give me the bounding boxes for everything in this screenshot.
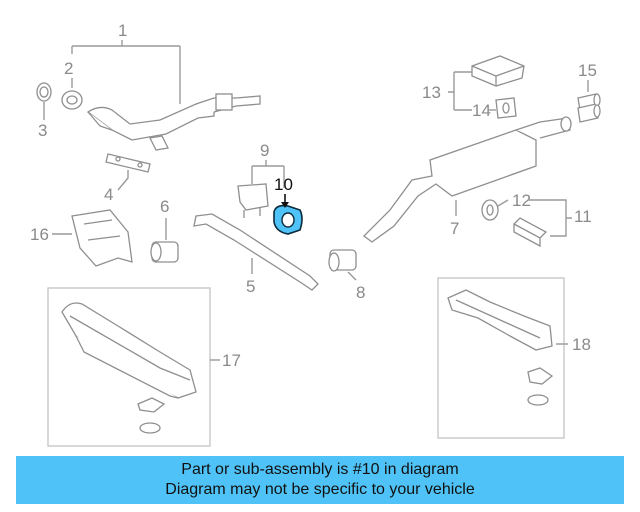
- callout-2: 2: [64, 59, 73, 78]
- callout-15: 15: [578, 61, 597, 80]
- leader-9: [251, 160, 285, 188]
- part-14-hanger[interactable]: [495, 97, 517, 119]
- part-11-bracket[interactable]: [512, 217, 548, 248]
- callout-8: 8: [356, 283, 365, 302]
- part-4-bracket[interactable]: [105, 153, 151, 173]
- part-1-front-pipe[interactable]: [86, 93, 261, 151]
- part-12-grommet[interactable]: [481, 199, 499, 221]
- banner-line-2: Diagram may not be specific to your vehi…: [165, 481, 475, 498]
- part-2-gasket[interactable]: [61, 90, 83, 110]
- exhaust-parts-diagram: 1 2 3 4 16 6 9 10: [30, 21, 601, 447]
- part-3-seal[interactable]: [36, 82, 52, 102]
- part-17-heat-shield[interactable]: [61, 302, 197, 434]
- callout-3: 3: [38, 121, 47, 140]
- callout-11: 11: [574, 207, 592, 226]
- callout-9: 9: [260, 141, 269, 160]
- part-13-shield[interactable]: [471, 55, 525, 87]
- callout-13: 13: [422, 83, 441, 102]
- part-7-muffler[interactable]: [363, 116, 572, 243]
- callout-10: 10: [274, 175, 293, 194]
- part-10-rubber-mount[interactable]: [273, 204, 303, 235]
- leader-8: [347, 271, 357, 281]
- callout-16: 16: [30, 225, 49, 244]
- callout-6: 6: [160, 197, 169, 216]
- callout-12: 12: [512, 191, 531, 210]
- callout-14: 14: [472, 101, 491, 120]
- callout-18: 18: [572, 335, 591, 354]
- arrow-10-icon: [281, 202, 289, 208]
- banner-line-1: Part or sub-assembly is #10 in diagram: [181, 461, 459, 478]
- callout-1: 1: [118, 21, 127, 40]
- leader-11: [528, 199, 572, 237]
- leader-1: [71, 40, 181, 104]
- callout-7: 7: [450, 219, 459, 238]
- part-16-heat-shield[interactable]: [71, 209, 133, 267]
- part-5-pipe[interactable]: [193, 213, 319, 291]
- leader-12: [497, 199, 509, 207]
- leader-13: [448, 71, 472, 111]
- info-banner: Part or sub-assembly is #10 in diagram D…: [16, 456, 624, 504]
- callout-17: 17: [222, 351, 241, 370]
- part-8-clamp[interactable]: [328, 249, 357, 272]
- subassembly-box-18: [437, 277, 565, 439]
- callout-5: 5: [246, 277, 255, 296]
- part-18-heat-shield[interactable]: [447, 289, 554, 406]
- subassembly-box-17: [47, 287, 211, 447]
- part-15-tips[interactable]: [577, 93, 601, 123]
- callout-4: 4: [104, 185, 113, 204]
- part-9-hanger[interactable]: [237, 183, 269, 218]
- part-6-clamp[interactable]: [150, 241, 179, 263]
- leader-4: [117, 170, 129, 191]
